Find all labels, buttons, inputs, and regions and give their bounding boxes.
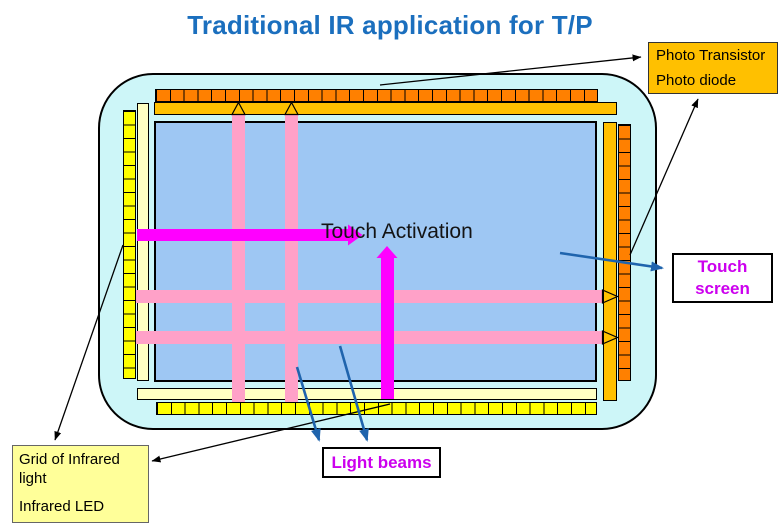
pale-bar-left — [137, 103, 149, 381]
pale-bar-bottom — [137, 388, 597, 400]
infrared-led-strip-bottom — [156, 402, 597, 415]
photo-sensor-strip-right — [618, 124, 631, 381]
touch-screen-text-line1: Touch — [697, 256, 748, 276]
photo-sensor-strip-top — [155, 89, 598, 102]
light-beams-label-box: Light beams — [322, 447, 441, 478]
infrared-grid-label-box: Grid of Infrared light Infrared LED — [12, 445, 149, 523]
amber-bar-right — [603, 122, 617, 401]
touch-screen-surface — [154, 121, 597, 382]
touch-activation-label: Touch Activation — [321, 220, 473, 243]
infrared-led-strip-left — [123, 110, 136, 379]
touch-screen-label-box: Touch screen — [672, 253, 773, 303]
photo-transistor-label-box: Photo Transistor Photo diode — [648, 42, 778, 94]
touch-screen-text-line2: screen — [695, 279, 750, 298]
infrared-led-text: Infrared LED — [19, 497, 105, 515]
amber-bar-top — [154, 102, 617, 115]
grid-of-infrared-text: Grid of Infrared light — [19, 451, 120, 487]
slide-title: Traditional IR application for T/P — [187, 10, 593, 40]
photo-diode-text: Photo diode — [656, 72, 737, 89]
photo-transistor-text: Photo Transistor — [656, 47, 766, 64]
light-beams-text: Light beams — [331, 452, 432, 472]
